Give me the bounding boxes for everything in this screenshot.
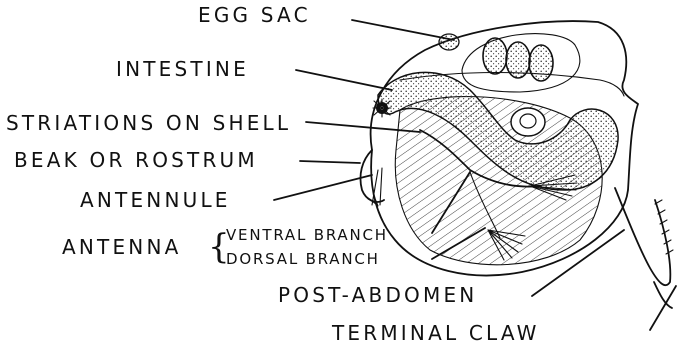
intestine-coil	[511, 108, 545, 136]
leader-antennule	[274, 175, 372, 200]
small-egg	[439, 34, 459, 50]
post-abdomen	[615, 188, 670, 285]
egg-3	[529, 45, 553, 81]
label-dorsal-branch: DORSAL BRANCH	[226, 250, 380, 268]
leader-egg-sac	[352, 20, 454, 40]
egg-2	[506, 42, 530, 78]
organism-drawing	[360, 21, 673, 308]
label-intestine: INTESTINE	[116, 57, 249, 81]
egg-1	[483, 38, 507, 74]
label-antenna: ANTENNA	[62, 235, 182, 259]
label-terminal-claw: TERMINAL CLAW	[331, 321, 540, 345]
label-striations-on-shell: STRIATIONS ON SHELL	[6, 111, 291, 135]
label-antennule: ANTENNULE	[80, 188, 231, 212]
label-beak-or-rostrum: BEAK OR ROSTRUM	[14, 148, 258, 172]
leader-intestine	[296, 70, 392, 90]
antennule-stalk	[372, 168, 382, 205]
label-egg-sac: EGG SAC	[198, 3, 311, 27]
label-ventral-branch: VENTRAL BRANCH	[226, 226, 388, 244]
terminal-claw	[654, 282, 672, 308]
label-post-abdomen: POST-ABDOMEN	[278, 283, 477, 307]
leader-rostrum	[300, 161, 360, 163]
